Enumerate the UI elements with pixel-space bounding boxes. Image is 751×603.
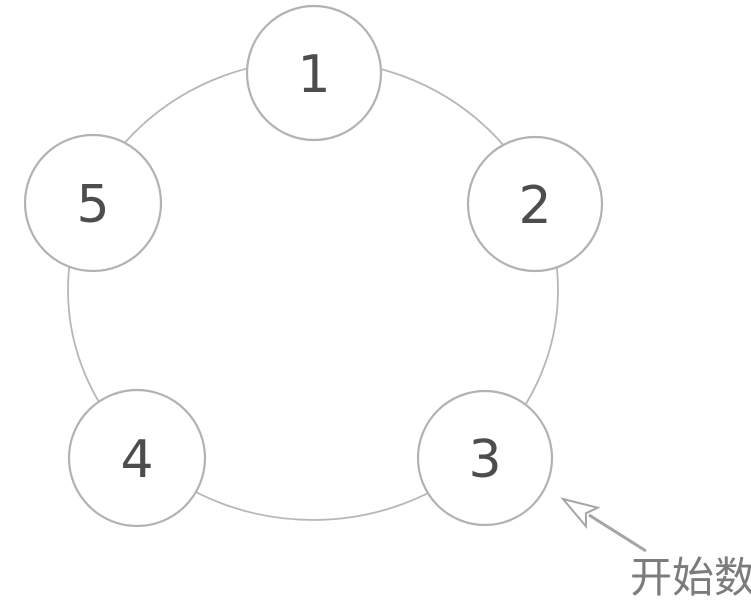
arrow-head-icon bbox=[560, 497, 601, 530]
node-4: 4 bbox=[67, 388, 207, 528]
node-5-label: 5 bbox=[76, 175, 109, 235]
arrow-shaft-line bbox=[588, 513, 647, 553]
node-2-label: 2 bbox=[518, 176, 551, 236]
node-4-label: 4 bbox=[120, 430, 153, 490]
node-5-circle bbox=[23, 133, 163, 273]
node-3: 3 bbox=[416, 389, 554, 527]
node-2: 2 bbox=[466, 135, 604, 273]
node-1: 1 bbox=[245, 4, 383, 142]
node-1-circle bbox=[245, 4, 383, 142]
node-5: 5 bbox=[23, 133, 163, 273]
node-1-label: 1 bbox=[297, 45, 330, 105]
start-arrow bbox=[560, 497, 647, 553]
node-2-circle bbox=[466, 135, 604, 273]
start-count-label: 开始数 bbox=[630, 553, 751, 602]
node-4-circle bbox=[67, 388, 207, 528]
node-3-circle bbox=[416, 389, 554, 527]
node-3-label: 3 bbox=[468, 430, 501, 490]
